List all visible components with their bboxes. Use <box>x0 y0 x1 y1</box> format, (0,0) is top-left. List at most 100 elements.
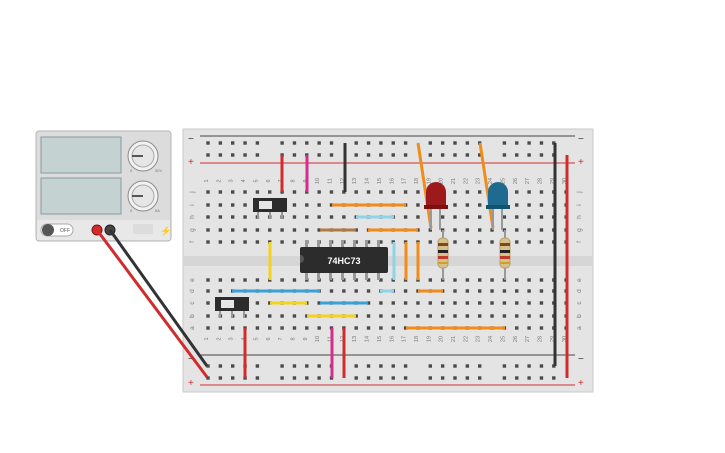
breadboard-hole[interactable] <box>292 376 297 380</box>
breadboard-hole[interactable] <box>268 228 272 232</box>
breadboard-hole[interactable] <box>465 153 470 157</box>
breadboard-hole[interactable] <box>354 153 358 157</box>
breadboard-hole[interactable] <box>453 278 457 282</box>
breadboard-hole[interactable] <box>317 228 321 232</box>
breadboard-hole[interactable] <box>539 215 544 219</box>
breadboard-hole[interactable] <box>206 141 210 145</box>
breadboard-hole[interactable] <box>515 289 519 293</box>
breadboard-hole[interactable] <box>255 376 260 380</box>
wire-red-power-lead[interactable] <box>95 229 209 378</box>
breadboard-hole[interactable] <box>539 141 544 145</box>
ic-chip[interactable]: 74HC73 <box>300 240 388 280</box>
breadboard-hole[interactable] <box>206 215 210 219</box>
breadboard-hole[interactable] <box>305 228 309 232</box>
slide-switch-top[interactable] <box>253 198 287 219</box>
breadboard-hole[interactable] <box>403 215 408 219</box>
breadboard-hole[interactable] <box>255 240 260 244</box>
breadboard-hole[interactable] <box>317 190 321 194</box>
breadboard-hole[interactable] <box>478 240 482 244</box>
breadboard-hole[interactable] <box>391 314 395 318</box>
breadboard-hole[interactable] <box>515 141 519 145</box>
breadboard-hole[interactable] <box>515 301 519 305</box>
breadboard-hole[interactable] <box>453 240 457 244</box>
breadboard-hole[interactable] <box>515 314 519 318</box>
breadboard-hole[interactable] <box>502 301 507 305</box>
breadboard-hole[interactable] <box>539 240 544 244</box>
breadboard-hole[interactable] <box>231 228 235 232</box>
breadboard-hole[interactable] <box>428 314 432 318</box>
breadboard-hole[interactable] <box>354 326 358 330</box>
breadboard-hole[interactable] <box>428 376 432 380</box>
breadboard-hole[interactable] <box>527 215 531 219</box>
breadboard-hole[interactable] <box>478 203 482 207</box>
resistor-1[interactable] <box>437 230 449 280</box>
slide-switch-bottom[interactable] <box>215 297 249 318</box>
breadboard-hole[interactable] <box>515 376 519 380</box>
breadboard-hole[interactable] <box>379 376 383 380</box>
breadboard-hole[interactable] <box>440 314 445 318</box>
breadboard-hole[interactable] <box>515 278 519 282</box>
breadboard-hole[interactable] <box>428 278 432 282</box>
breadboard-hole[interactable] <box>280 240 284 244</box>
breadboard-hole[interactable] <box>292 364 297 368</box>
breadboard-hole[interactable] <box>305 215 309 219</box>
breadboard-hole[interactable] <box>317 203 321 207</box>
breadboard-hole[interactable] <box>292 153 297 157</box>
breadboard-hole[interactable] <box>206 190 210 194</box>
breadboard-hole[interactable] <box>428 153 432 157</box>
breadboard-hole[interactable] <box>539 203 544 207</box>
breadboard-hole[interactable] <box>342 215 346 219</box>
breadboard-hole[interactable] <box>305 203 309 207</box>
breadboard-hole[interactable] <box>478 190 482 194</box>
breadboard-hole[interactable] <box>465 240 470 244</box>
breadboard-hole[interactable] <box>292 314 297 318</box>
breadboard-hole[interactable] <box>292 278 297 282</box>
breadboard-hole[interactable] <box>453 203 457 207</box>
breadboard-hole[interactable] <box>440 215 445 219</box>
breadboard-hole[interactable] <box>329 203 334 207</box>
breadboard-hole[interactable] <box>527 376 531 380</box>
breadboard-hole[interactable] <box>366 278 371 282</box>
breadboard-hole[interactable] <box>218 141 223 145</box>
breadboard-hole[interactable] <box>515 240 519 244</box>
breadboard-hole[interactable] <box>527 326 531 330</box>
breadboard-hole[interactable] <box>206 364 210 368</box>
breadboard-hole[interactable] <box>391 190 395 194</box>
breadboard-hole[interactable] <box>527 314 531 318</box>
breadboard-hole[interactable] <box>527 301 531 305</box>
breadboard-hole[interactable] <box>354 376 358 380</box>
breadboard-hole[interactable] <box>391 153 395 157</box>
breadboard-hole[interactable] <box>539 190 544 194</box>
breadboard-hole[interactable] <box>292 215 297 219</box>
breadboard-hole[interactable] <box>305 376 309 380</box>
breadboard-hole[interactable] <box>231 364 235 368</box>
breadboard-hole[interactable] <box>255 190 260 194</box>
breadboard-hole[interactable] <box>280 376 284 380</box>
breadboard-hole[interactable] <box>280 141 284 145</box>
breadboard-hole[interactable] <box>379 364 383 368</box>
breadboard-hole[interactable] <box>403 376 408 380</box>
breadboard-hole[interactable] <box>243 153 247 157</box>
breadboard-hole[interactable] <box>403 141 408 145</box>
breadboard-hole[interactable] <box>502 141 507 145</box>
breadboard-hole[interactable] <box>465 141 470 145</box>
breadboard-hole[interactable] <box>354 289 358 293</box>
breadboard-hole[interactable] <box>231 376 235 380</box>
breadboard-hole[interactable] <box>243 190 247 194</box>
breadboard-hole[interactable] <box>218 153 223 157</box>
breadboard-hole[interactable] <box>527 228 531 232</box>
breadboard-hole[interactable] <box>354 141 358 145</box>
breadboard-hole[interactable] <box>440 301 445 305</box>
breadboard-hole[interactable] <box>243 240 247 244</box>
breadboard-hole[interactable] <box>379 153 383 157</box>
breadboard-hole[interactable] <box>292 203 297 207</box>
breadboard-hole[interactable] <box>366 326 371 330</box>
breadboard-hole[interactable] <box>515 364 519 368</box>
breadboard-hole[interactable] <box>255 314 260 318</box>
breadboard-hole[interactable] <box>317 141 321 145</box>
breadboard-hole[interactable] <box>366 190 371 194</box>
breadboard-hole[interactable] <box>218 215 223 219</box>
breadboard-hole[interactable] <box>218 326 223 330</box>
breadboard-hole[interactable] <box>465 376 470 380</box>
breadboard-hole[interactable] <box>453 153 457 157</box>
